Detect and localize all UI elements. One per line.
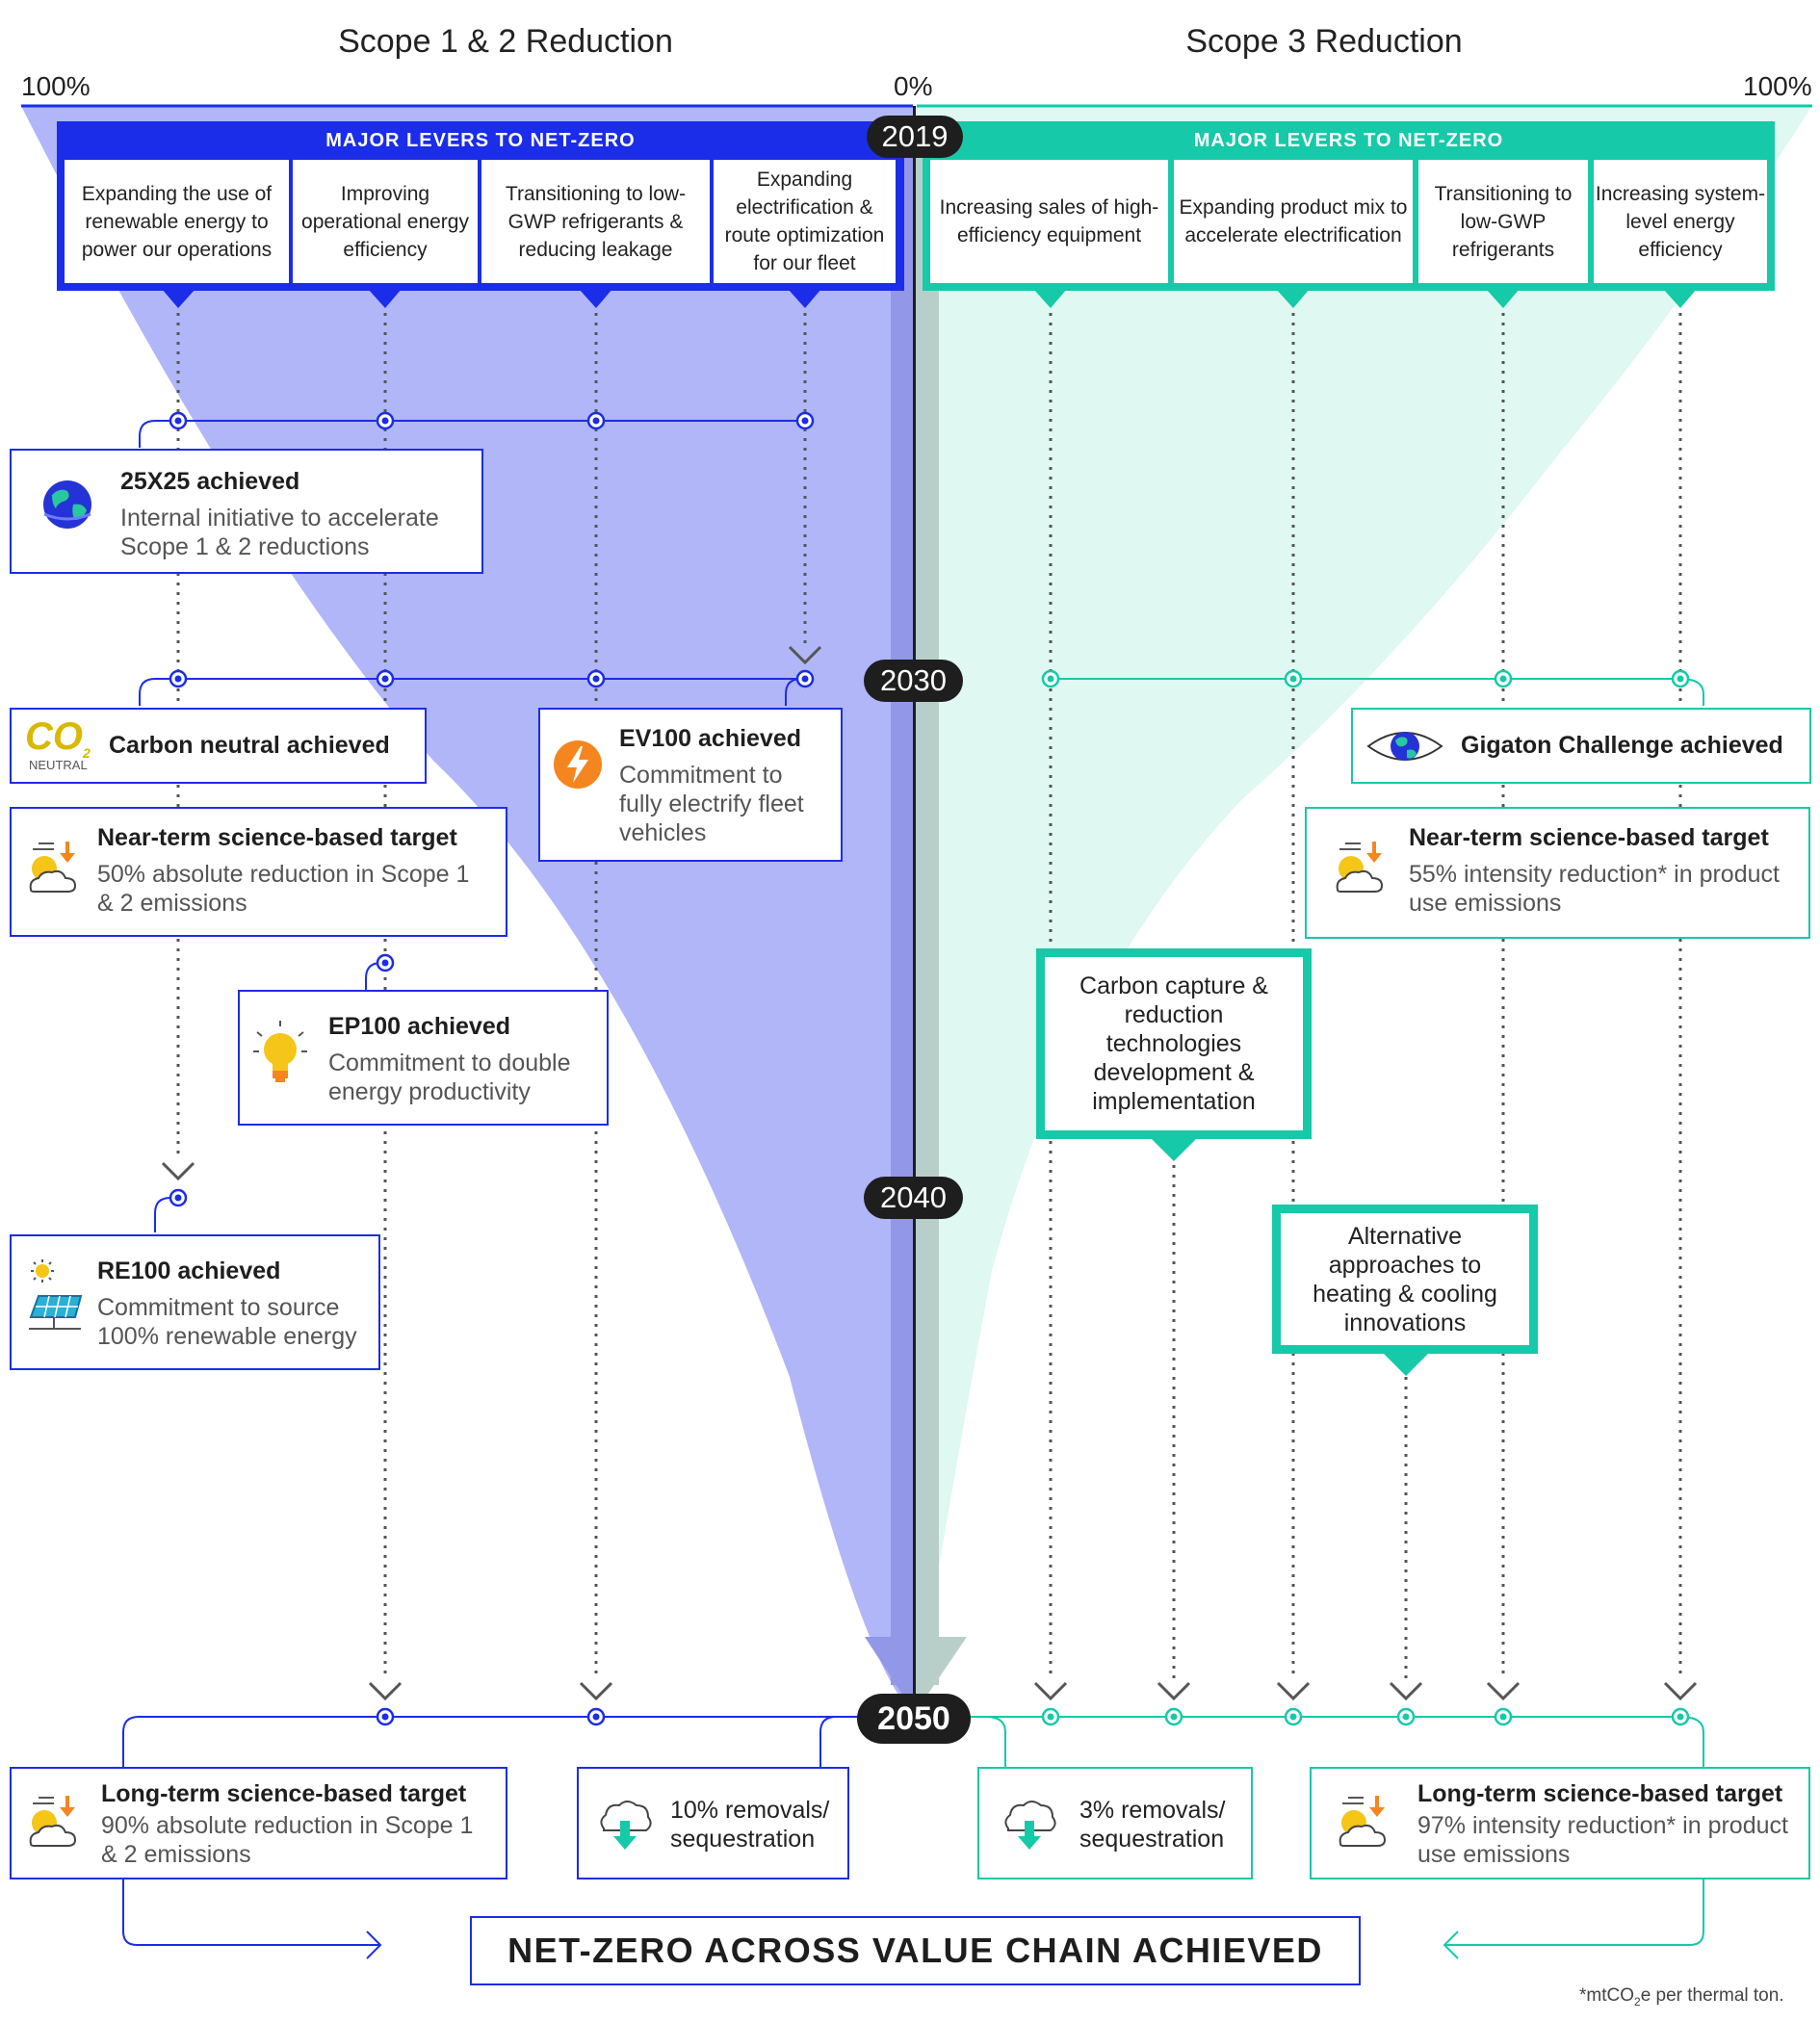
milestone-long-term-s3: Long-term science-based target 97% inten… (1310, 1767, 1810, 1879)
milestone-removals-10: 10% removals/ sequestration (577, 1767, 849, 1879)
milestone-25x25: 25X25 achieved Internal initiative to ac… (10, 449, 483, 574)
year-2050: 2050 (857, 1694, 971, 1744)
milestone-ep100: EP100 achieved Commitment to double ener… (238, 990, 609, 1126)
ev100-title: EV100 achieved (619, 725, 802, 752)
callout-carbon-capture: Carbon capture & reduction technologies … (1036, 948, 1312, 1139)
milestone-ev100: EV100 achieved Commitment to fully elect… (538, 708, 843, 862)
year-2030: 2030 (864, 660, 963, 702)
net-zero-achieved-banner: NET-ZERO ACROSS VALUE CHAIN ACHIEVED (470, 1916, 1361, 1985)
long-term-s12-title: Long-term science-based target (101, 1780, 467, 1807)
scope12-lever-1: Expanding the use of renewable energy to… (65, 160, 289, 283)
scope12-lever-3: Transitioning to low-GWP refrigerants & … (481, 160, 710, 283)
ev100-desc: Commitment to fully electrify fleet vehi… (619, 762, 804, 846)
scope12-lever-4: Expanding electrification & route optimi… (714, 160, 896, 283)
re100-desc: Commitment to source 100% renewable ener… (97, 1294, 357, 1350)
year-2019: 2019 (867, 116, 963, 158)
gigaton-title: Gigaton Challenge achieved (1461, 732, 1783, 759)
milestone-25x25-desc: Internal initiative to accelerate Scope … (120, 505, 439, 560)
near-term-s12-title: Near-term science-based target (97, 824, 457, 851)
scope12-lever-2: Improving operational energy efficiency (293, 160, 478, 283)
scope3-title: Scope 3 Reduction (1185, 23, 1463, 60)
lightning-bolt-icon (554, 740, 602, 789)
removals-10-text: 10% removals/ sequestration (670, 1797, 830, 1853)
milestone-re100: RE100 achieved Commitment to source 100%… (10, 1234, 380, 1370)
milestone-near-term-s3: Near-term science-based target 55% inten… (1305, 807, 1810, 939)
scope3-lever-2: Expanding product mix to accelerate elec… (1174, 160, 1413, 283)
milestone-long-term-s12: Long-term science-based target 90% absol… (10, 1767, 507, 1879)
ep100-desc: Commitment to double energy productivity (328, 1050, 571, 1105)
scope12-100-label: 100% (21, 71, 91, 101)
near-term-s3-title: Near-term science-based target (1409, 824, 1769, 851)
co2-neutral-icon: CO2 NEUTRAL (25, 715, 91, 772)
sun-cloud-arrow-icon (29, 1796, 77, 1847)
milestone-near-term-s12: Near-term science-based target 50% absol… (10, 807, 507, 937)
scope12-levers-header: MAJOR LEVERS TO NET-ZERO (325, 129, 636, 151)
long-term-s12-desc: 90% absolute reduction in Scope 1 & 2 em… (101, 1812, 474, 1868)
solar-panel-icon (29, 1259, 83, 1330)
long-term-s3-desc: 97% intensity reduction* in product use … (1417, 1812, 1788, 1868)
scope3-lever-1: Increasing sales of high-efficiency equi… (930, 160, 1168, 283)
light-bulb-icon (253, 1021, 307, 1082)
scope3-lever-3: Transitioning to low-GWP refrigerants (1418, 160, 1588, 283)
ep100-title: EP100 achieved (328, 1013, 511, 1040)
year-2040: 2040 (864, 1177, 963, 1219)
near-term-s3-desc: 55% intensity reduction* in product use … (1409, 861, 1780, 917)
milestone-gigaton: Gigaton Challenge achieved (1351, 708, 1811, 784)
scope3-lever-4: Increasing system-level energy efficienc… (1594, 160, 1767, 283)
scope12-title: Scope 1 & 2 Reduction (338, 23, 673, 60)
sun-cloud-arrow-icon (1336, 842, 1384, 893)
re100-title: RE100 achieved (97, 1257, 281, 1284)
callout-alt-heating: Alternative approaches to heating & cool… (1272, 1205, 1538, 1354)
globe-icon (43, 480, 91, 529)
sun-cloud-arrow-icon (29, 842, 77, 893)
near-term-s12-desc: 50% absolute reduction in Scope 1 & 2 em… (97, 861, 470, 917)
sun-cloud-arrow-icon (1339, 1796, 1387, 1847)
carbon-neutral-title: Carbon neutral achieved (109, 732, 390, 759)
scope12-funnel (21, 106, 915, 1714)
cloud-down-arrow-icon (1004, 1801, 1056, 1850)
scope3-levers-header: MAJOR LEVERS TO NET-ZERO (1193, 129, 1504, 151)
removals-3-text: 3% removals/ sequestration (1079, 1797, 1226, 1853)
milestone-25x25-title: 25X25 achieved (120, 468, 300, 495)
footnote: *mtCO2e per thermal ton. (1579, 1985, 1784, 2009)
eye-globe-icon (1366, 732, 1443, 761)
center-0-label: 0% (894, 71, 933, 101)
scope3-100-label: 100% (1743, 71, 1812, 101)
scope3-funnel (915, 106, 1812, 1714)
milestone-removals-3: 3% removals/ sequestration (977, 1767, 1253, 1879)
long-term-s3-title: Long-term science-based target (1417, 1780, 1783, 1807)
cloud-down-arrow-icon (600, 1801, 652, 1850)
milestone-carbon-neutral: CO2 NEUTRAL Carbon neutral achieved (10, 708, 427, 784)
